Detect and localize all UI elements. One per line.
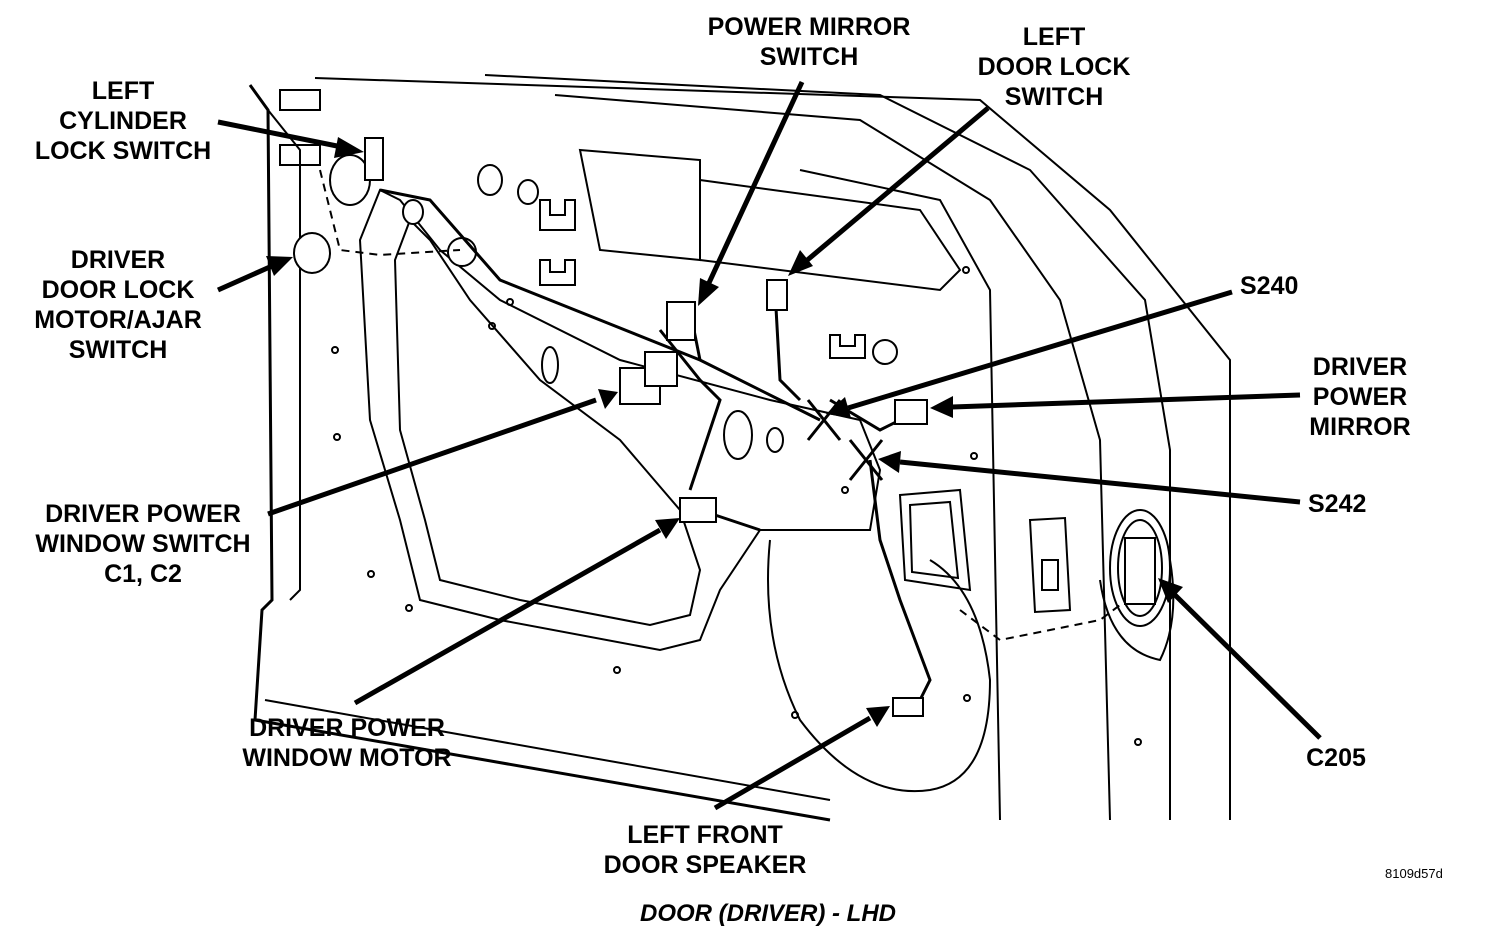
leader-lines: [216, 80, 1322, 811]
speaker-connector-part: [892, 697, 924, 717]
label-driver-power-window-switch: DRIVER POWER WINDOW SWITCH C1, C2: [18, 499, 268, 589]
label-driver-power-window-motor: DRIVER POWER WINDOW MOTOR: [222, 713, 472, 773]
leader-c205: [1173, 593, 1322, 740]
label-line: C205: [1306, 744, 1366, 772]
label-line: LEFT: [91, 77, 155, 105]
c205-connector-part: [1124, 537, 1156, 605]
label-line: SWITCH: [68, 336, 168, 364]
label-line: WINDOW MOTOR: [242, 744, 452, 772]
label-c205: C205: [1296, 743, 1376, 773]
label-line: SWITCH: [1004, 83, 1104, 111]
figure-id: 8109d57d: [1385, 866, 1443, 881]
leader-driver-power-window-switch: [267, 397, 597, 517]
label-left-cylinder-lock-switch: LEFT CYLINDER LOCK SWITCH: [18, 76, 228, 166]
label-line: DOOR SPEAKER: [603, 851, 807, 879]
components: [293, 137, 1171, 717]
leader-left-cylinder-lock-switch: [217, 119, 343, 150]
label-line: S240: [1240, 272, 1299, 300]
leader-driver-power-window-motor: [353, 527, 662, 706]
label-line: POWER MIRROR: [707, 13, 911, 41]
label-line: LOCK SWITCH: [34, 137, 212, 165]
label-driver-door-lock-motor-ajar-switch: DRIVER DOOR LOCK MOTOR/AJAR SWITCH: [18, 245, 218, 365]
window-switch-part-2: [644, 351, 678, 387]
label-line: DOOR LOCK: [41, 276, 195, 304]
door-lock-motor-part: [293, 232, 331, 274]
figure-caption: DOOR (DRIVER) - LHD: [640, 900, 896, 927]
leader-driver-door-lock-motor: [216, 263, 274, 293]
label-s240: S240: [1240, 271, 1320, 301]
label-line: SWITCH: [759, 43, 859, 71]
label-line: POWER: [1312, 383, 1408, 411]
label-line: LEFT: [1022, 23, 1086, 51]
label-line: DRIVER POWER: [249, 714, 445, 742]
leader-s240: [847, 289, 1233, 411]
c205-grommet: [1109, 509, 1171, 627]
label-left-front-door-speaker: LEFT FRONT DOOR SPEAKER: [580, 820, 830, 880]
label-line: DRIVER: [1312, 353, 1408, 381]
label-power-mirror-switch: POWER MIRROR SWITCH: [688, 12, 930, 72]
power-mirror-switch-part: [666, 301, 696, 341]
label-line: WINDOW SWITCH: [35, 530, 251, 558]
door-lock-switch-part: [766, 279, 788, 311]
label-line: LEFT FRONT: [627, 821, 783, 849]
label-line: CYLINDER: [59, 107, 187, 135]
label-s242: S242: [1308, 489, 1388, 519]
label-driver-power-mirror: DRIVER POWER MIRROR: [1290, 352, 1430, 442]
label-left-door-lock-switch: LEFT DOOR LOCK SWITCH: [962, 22, 1146, 112]
label-line: C1, C2: [104, 560, 182, 588]
leader-driver-power-mirror: [951, 392, 1301, 410]
power-mirror-part: [894, 399, 928, 425]
window-motor-part: [679, 497, 717, 523]
inner-panel: [279, 89, 1175, 793]
door-outline: [248, 74, 1231, 822]
s242-splice-mark: [848, 439, 884, 481]
leader-left-front-door-speaker: [713, 715, 872, 811]
cylinder-lock-switch-part: [364, 137, 384, 181]
leader-power-mirror-switch: [705, 80, 805, 287]
label-line: DRIVER POWER: [45, 500, 241, 528]
label-line: S242: [1308, 490, 1367, 518]
label-line: MIRROR: [1309, 413, 1411, 441]
label-line: DRIVER: [70, 246, 166, 274]
leader-s242: [899, 459, 1301, 505]
leader-left-door-lock-switch: [803, 106, 990, 264]
label-line: MOTOR/AJAR: [34, 306, 202, 334]
label-line: DOOR LOCK: [977, 53, 1131, 81]
